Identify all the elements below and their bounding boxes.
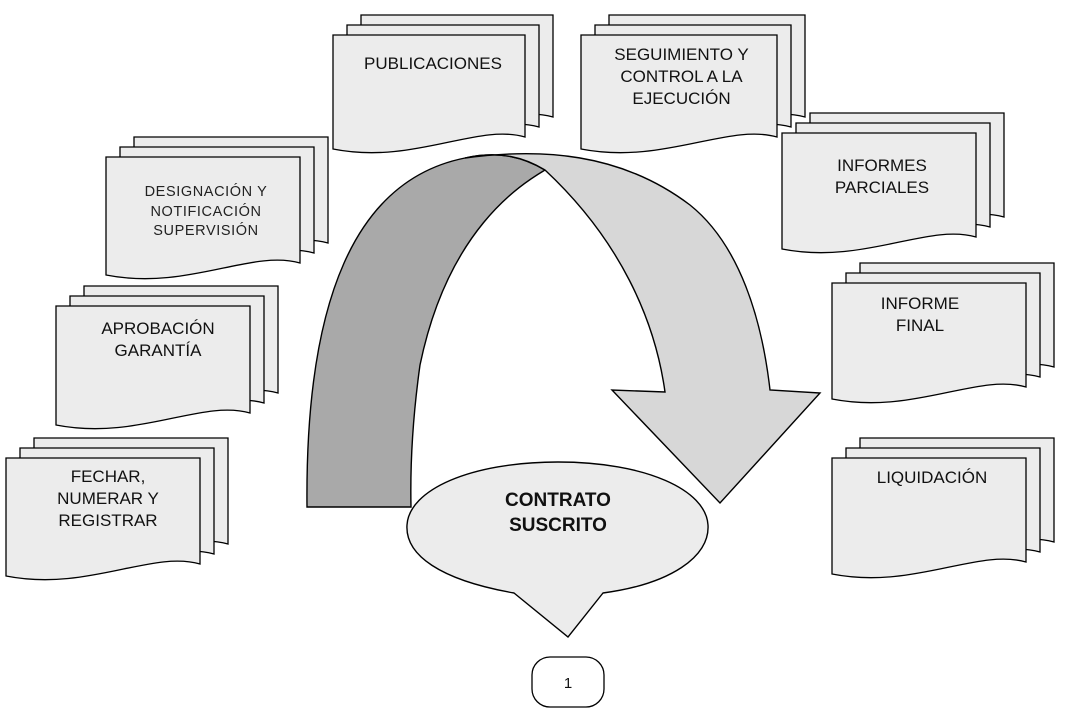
- center-bubble: [406, 461, 709, 638]
- doc-label-informes-parciales: INFORMES PARCIALES: [834, 156, 930, 197]
- arrow-right-arm-head: [464, 152, 822, 505]
- page-number-badge: [531, 656, 605, 708]
- doc-label-publicaciones: PUBLICACIONES: [364, 54, 502, 73]
- doc-label-fechar: FECHAR, NUMERAR Y REGISTRAR: [57, 467, 159, 530]
- document-publicaciones: [332, 34, 526, 154]
- doc-label-informe-final: INFORME FINAL: [880, 294, 960, 335]
- doc-label-liquidacion: LIQUIDACIÓN: [876, 468, 988, 487]
- document-informe-final: [831, 282, 1027, 404]
- document-seguimiento: [580, 34, 778, 154]
- doc-label-designacion: DESIGNACIÓN Y NOTIFICACIÓN SUPERVISIÓN: [144, 184, 268, 239]
- page-number: 1: [563, 675, 573, 692]
- arrow-left-arm: [306, 154, 547, 508]
- document-liquidacion: [831, 457, 1027, 579]
- document-fechar: [5, 457, 201, 581]
- document-designacion: [105, 156, 301, 280]
- document-informes-parciales: [781, 132, 977, 254]
- center-bubble-label: CONTRATO SUSCRITO: [505, 490, 611, 536]
- document-aprobacion: [55, 305, 251, 430]
- doc-label-aprobacion: APROBACIÓN GARANTÍA: [101, 319, 215, 360]
- doc-label-seguimiento: SEGUIMIENTO Y CONTROL A LA EJECUCIÓN: [614, 45, 749, 108]
